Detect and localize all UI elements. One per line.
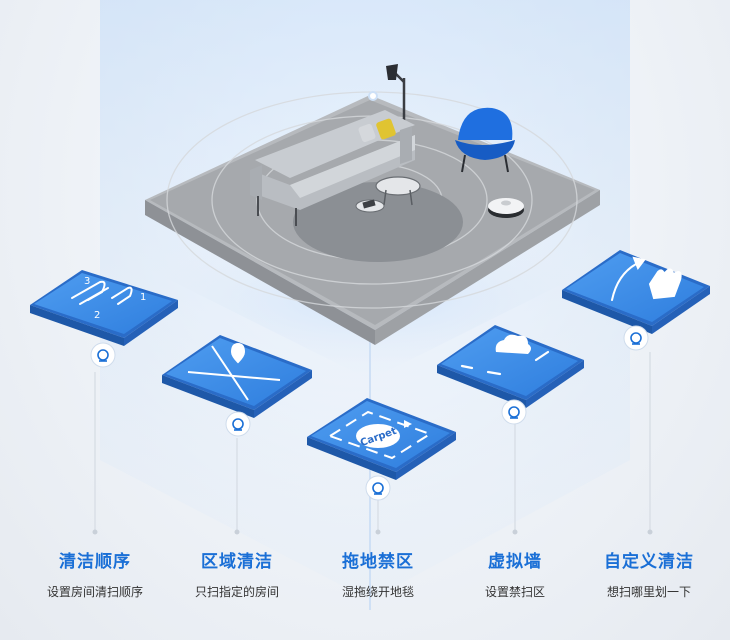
armchair <box>455 107 515 173</box>
feature-cleaning-order: 清洁顺序 设置房间清扫顺序 <box>22 550 168 600</box>
feature-title: 清洁顺序 <box>59 552 131 572</box>
svg-text:2: 2 <box>94 310 100 321</box>
carpet-zone-icon: Carpet <box>327 410 433 460</box>
cleaning-order-icon: 3 2 1 <box>71 276 146 321</box>
robot-badge-icon <box>97 349 109 362</box>
feature-title: 拖地禁区 <box>342 552 414 572</box>
robot-vacuum <box>488 198 524 218</box>
feature-desc: 想扫哪里划一下 <box>606 585 691 599</box>
tile-area-cleaning <box>162 335 312 437</box>
feature-area-cleaning: 区域清洁 只扫指定的房间 <box>164 550 310 600</box>
svg-text:3: 3 <box>84 276 90 287</box>
tile-cleaning-order: 3 2 1 <box>30 270 178 368</box>
feature-desc: 湿拖绕开地毯 <box>341 585 414 599</box>
area-location-icon <box>187 342 281 401</box>
feature-desc: 设置房间清扫顺序 <box>46 585 143 599</box>
feature-custom-clean: 自定义清洁 想扫哪里划一下 <box>576 550 722 600</box>
tile-carpet-zone: Carpet <box>307 398 456 501</box>
feature-title: 虚拟墙 <box>488 552 542 572</box>
svg-text:1: 1 <box>140 292 146 303</box>
tile-virtual-wall <box>437 325 584 425</box>
coffee-table <box>355 176 421 213</box>
feature-mop-no-go-zone: 拖地禁区 湿拖绕开地毯 <box>305 550 451 600</box>
feature-title: 自定义清洁 <box>604 552 694 572</box>
feature-desc: 只扫指定的房间 <box>194 585 279 599</box>
feature-desc: 设置禁扫区 <box>484 585 545 599</box>
swipe-hand-icon <box>611 256 682 301</box>
connector-lines <box>94 352 651 530</box>
sofa <box>250 110 415 226</box>
feature-title: 区域清洁 <box>201 552 273 572</box>
rug <box>293 182 463 262</box>
cloud-wall-icon <box>460 334 550 376</box>
tile-custom-clean <box>562 250 710 351</box>
feature-virtual-wall: 虚拟墙 设置禁扫区 <box>442 550 588 600</box>
feature-labels: 清洁顺序 设置房间清扫顺序 区域清洁 只扫指定的房间 拖地禁区 湿拖绕开地毯 虚… <box>0 550 730 630</box>
